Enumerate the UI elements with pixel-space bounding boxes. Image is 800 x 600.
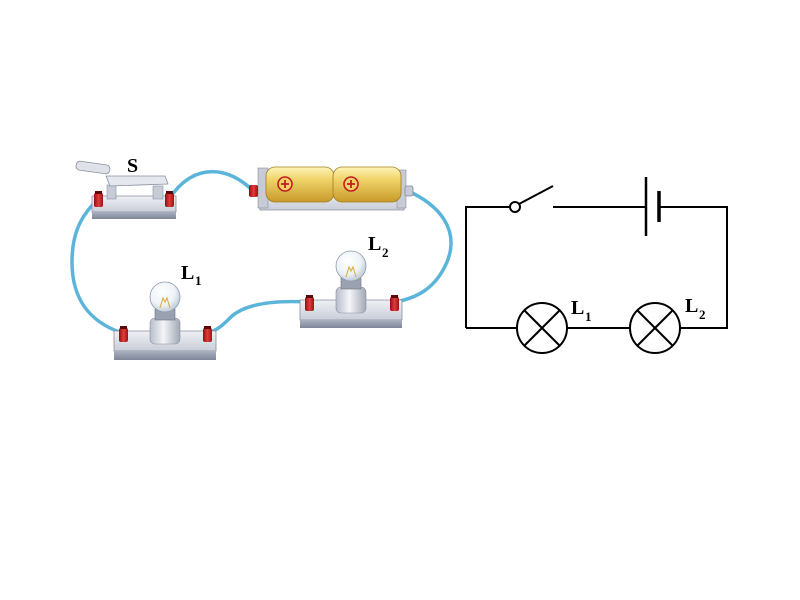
switch-terminal-right bbox=[165, 191, 174, 207]
plus-icon bbox=[343, 176, 359, 192]
switch-label: S bbox=[127, 155, 138, 177]
switch-blade[interactable] bbox=[105, 175, 169, 187]
schem-lamp1-label-sub: 1 bbox=[585, 309, 592, 324]
battery-cell-2 bbox=[332, 166, 402, 203]
schem-lamp2-label-sub: 2 bbox=[699, 307, 706, 322]
schem-wire-left-top bbox=[465, 206, 510, 328]
lamp2-terminal-right bbox=[390, 295, 399, 311]
schem-lamp1 bbox=[516, 302, 568, 354]
lamp1-bulb bbox=[149, 281, 181, 313]
battery-terminal-left bbox=[249, 185, 258, 197]
schem-lamp2-label: L bbox=[685, 295, 698, 317]
lamp2-bulb bbox=[335, 250, 367, 282]
battery-holder bbox=[249, 166, 414, 211]
wires bbox=[70, 170, 453, 335]
lamp2-label-sub: 2 bbox=[382, 245, 389, 260]
wire-lamp1-switch bbox=[70, 197, 124, 335]
battery-terminal-right bbox=[404, 185, 414, 197]
lamp2-label: L bbox=[368, 233, 381, 255]
switch-board[interactable]: S bbox=[75, 155, 177, 219]
lamp1-label: L bbox=[181, 262, 194, 284]
lamp1-label-sub: 1 bbox=[195, 273, 202, 288]
lamp1-terminal-right bbox=[203, 326, 212, 342]
lamp1-board: L 1 bbox=[113, 262, 217, 360]
switch-handle[interactable] bbox=[75, 160, 111, 175]
wire-switch-battery bbox=[167, 170, 254, 201]
lamp1-terminal-left bbox=[119, 326, 128, 342]
wire-lamp2-lamp1 bbox=[206, 299, 310, 335]
plus-icon bbox=[277, 176, 293, 192]
battery-cell-1 bbox=[265, 166, 335, 203]
schem-lamp2 bbox=[629, 302, 681, 354]
wire-battery-lamp2 bbox=[394, 188, 453, 304]
schem-switch-pivot bbox=[509, 201, 521, 213]
lamp2-terminal-left bbox=[305, 295, 314, 311]
schematic bbox=[465, 177, 728, 354]
schem-switch-blade bbox=[518, 185, 554, 205]
switch-terminal-left bbox=[94, 191, 103, 207]
schem-lamp1-label: L bbox=[571, 297, 584, 319]
lamp2-board: L 2 bbox=[299, 233, 403, 328]
schem-wire-right bbox=[659, 206, 728, 329]
